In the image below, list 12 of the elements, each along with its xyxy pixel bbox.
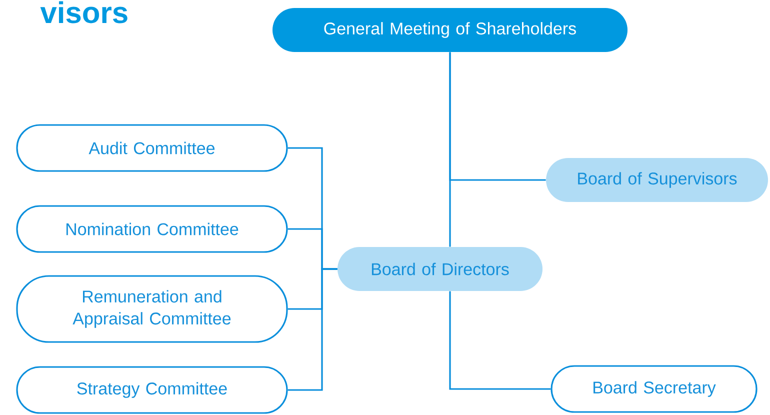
committee-box: Board Secretary: [550, 365, 758, 413]
committee-box: Nomination Committee: [16, 205, 288, 253]
board-box: Board of Supervisors: [546, 158, 768, 202]
committee-box: Remuneration and Appraisal Committee: [16, 275, 288, 343]
meeting-box: General Meeting of Shareholders: [272, 8, 628, 52]
connector: [449, 291, 551, 390]
committee-box: Audit Committee: [16, 124, 288, 172]
committee-box: Strategy Committee: [16, 366, 288, 414]
connector: [288, 268, 338, 391]
connector: [449, 52, 451, 247]
title-text: visors: [40, 1, 128, 24]
board-box: Board of Directors: [338, 247, 542, 291]
